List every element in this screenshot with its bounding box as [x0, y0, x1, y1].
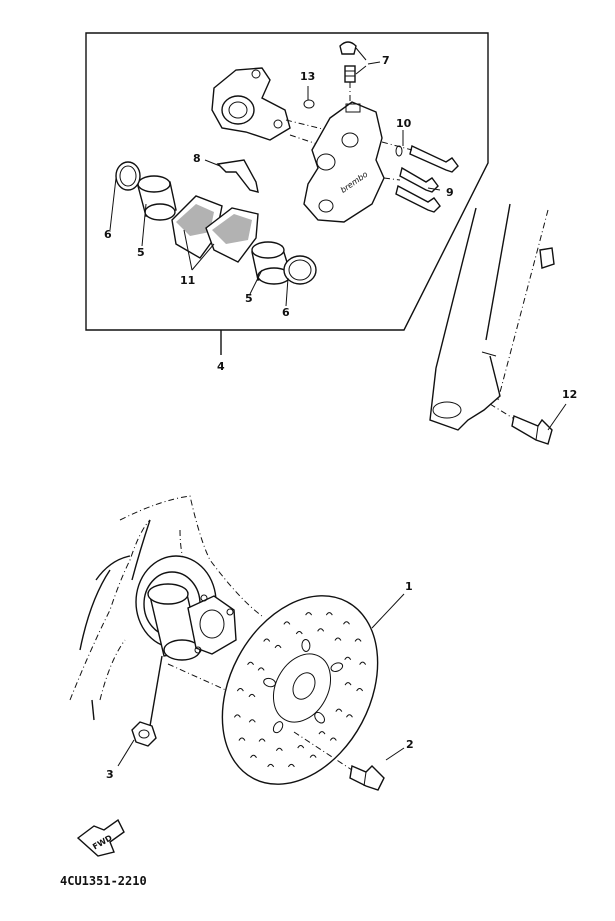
disc-hole: [258, 738, 266, 742]
disc-hole: [346, 714, 353, 718]
caliper-assembly-box: [85, 32, 489, 355]
disc-cutout: [330, 662, 344, 672]
callout-4: 4: [217, 360, 225, 373]
disc-hole: [325, 612, 333, 616]
callout-7: 7: [382, 54, 390, 67]
forward-arrow: FWD: [76, 818, 125, 857]
disc-hole: [334, 637, 342, 641]
disc-hole: [354, 638, 362, 642]
disc-cutout: [263, 677, 276, 688]
disc-hole: [356, 687, 364, 692]
callout-10: 10: [396, 117, 412, 130]
brake-disc: [221, 595, 379, 785]
callout-6-upper: 6: [104, 228, 112, 241]
disc-hole: [263, 638, 271, 642]
callout-13: 13: [300, 70, 315, 83]
disc-hole: [297, 745, 305, 749]
callout-2: 2: [406, 738, 414, 751]
pad-spring: [216, 159, 259, 193]
footer-mark: [2, 909, 29, 919]
fork-bolt: [511, 403, 567, 445]
disc-hole: [335, 708, 343, 712]
disc-hole: [309, 754, 317, 758]
disc-hole: [233, 714, 241, 718]
disc-cutout: [301, 638, 311, 652]
caliper-leader-lines: [109, 47, 441, 307]
disc-hole: [344, 656, 352, 660]
disc-holes: [233, 612, 367, 768]
o-ring: [303, 99, 315, 109]
caliper-body: brembo: [303, 101, 385, 223]
caliper-bracket: [211, 67, 336, 146]
disc-hole: [250, 754, 257, 759]
disc-hole: [318, 731, 326, 735]
callout-5-lower: 5: [245, 292, 253, 305]
disc-hole: [247, 661, 254, 665]
disc-hole: [257, 667, 265, 671]
callout-3: 3: [106, 768, 114, 781]
disc-hole: [248, 719, 256, 723]
callout-11: 11: [180, 274, 195, 287]
washer: [395, 145, 403, 157]
disc-bolt: [293, 731, 385, 791]
callout-6-lower: 6: [282, 306, 290, 319]
callout-8: 8: [193, 152, 201, 165]
disc-hole: [287, 763, 295, 768]
disc-hole: [283, 621, 291, 625]
callout-5-upper: 5: [137, 246, 145, 259]
disc-hole: [274, 644, 282, 649]
disc-hole: [359, 661, 367, 665]
lower-leader-lines: [117, 593, 405, 767]
callout-12: 12: [562, 388, 577, 401]
disc-hole: [238, 737, 246, 741]
callout-1: 1: [405, 580, 413, 593]
hub-nut: [131, 721, 157, 747]
caliper-bolts: [381, 141, 459, 213]
disc-hole: [305, 612, 313, 616]
disc-hole: [295, 630, 303, 635]
disc-hole: [344, 682, 352, 686]
disc-hole: [236, 688, 244, 692]
disc-cutout: [272, 721, 284, 734]
piston-seals: [115, 161, 317, 285]
wheel-hub: [135, 555, 249, 727]
bleeder-screw: [339, 41, 357, 102]
callout-labels: 7 13 10 9 8 6 5 11 5 6 4 12 1 2 3: [104, 54, 577, 781]
disc-cutout: [314, 711, 326, 724]
disc-hole: [267, 763, 275, 768]
callout-9: 9: [446, 186, 454, 199]
fork-leg: [429, 203, 555, 431]
disc-hole: [343, 621, 350, 625]
disc-hole: [275, 747, 283, 751]
brake-pads: [171, 195, 259, 263]
drawing-code: 4CU1351-2210: [60, 874, 147, 888]
disc-hole: [329, 737, 337, 741]
disc-hole: [248, 693, 256, 698]
disc-hole: [317, 628, 325, 632]
